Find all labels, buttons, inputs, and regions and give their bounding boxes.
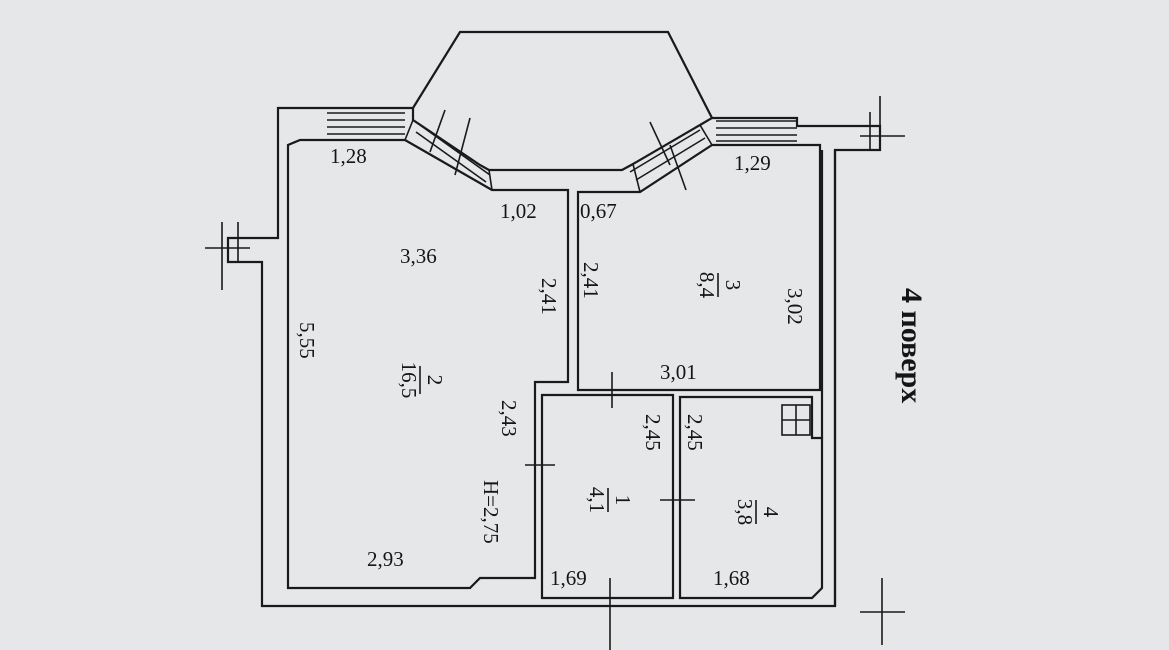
- axis-marks: [205, 96, 905, 650]
- room-area: 8,4: [695, 272, 719, 299]
- floor-label: 4 поверх: [895, 288, 928, 403]
- bay-glazing: [415, 109, 706, 191]
- dim-3-01: 3,01: [660, 360, 697, 384]
- dim-1-69: 1,69: [550, 566, 587, 590]
- inner-wall-room-3: [576, 143, 822, 392]
- room-area: 3,8: [733, 499, 757, 525]
- dim-5-55: 5,55: [295, 322, 319, 359]
- dim-1-29: 1,29: [734, 151, 771, 175]
- room-number: 4: [759, 507, 783, 518]
- room-number: 2: [423, 375, 447, 386]
- dim-2-41-left: 2,41: [537, 278, 561, 315]
- ceiling-height: H=2,75: [479, 480, 503, 544]
- room-number: 3: [721, 280, 745, 291]
- room-label-3: 3 8,4: [695, 272, 745, 299]
- dim-1-28: 1,28: [330, 144, 367, 168]
- dim-2-45-room-4: 2,45: [683, 414, 707, 451]
- room-label-4: 4 3,8: [733, 499, 783, 525]
- inner-wall-room-2: [286, 138, 570, 590]
- room-label-1: 1 4,1: [585, 487, 635, 513]
- dim-0-67: 0,67: [580, 199, 617, 223]
- room-number: 1: [611, 495, 635, 506]
- outer-wall: [226, 106, 882, 608]
- ventilation-shaft: [781, 404, 811, 436]
- window-right: [716, 120, 797, 142]
- outer-wall-right-inner: [820, 150, 837, 606]
- dim-2-93: 2,93: [367, 547, 404, 571]
- room-label-2: 2 16,5: [397, 362, 447, 399]
- dim-3-02: 3,02: [783, 288, 807, 325]
- bay-window-inner: [404, 119, 713, 193]
- dim-1-02: 1,02: [500, 199, 537, 223]
- dim-2-43: 2,43: [497, 400, 521, 437]
- room-area: 16,5: [397, 362, 421, 399]
- room-area: 4,1: [585, 487, 609, 513]
- dim-2-45-room-1: 2,45: [641, 414, 665, 451]
- dim-1-68: 1,68: [713, 566, 750, 590]
- inner-wall-room-4: [678, 395, 824, 600]
- dim-2-41-right: 2,41: [579, 262, 603, 299]
- inner-wall-room-1: [540, 393, 675, 600]
- dim-3-36: 3,36: [400, 244, 437, 268]
- window-left: [327, 112, 405, 135]
